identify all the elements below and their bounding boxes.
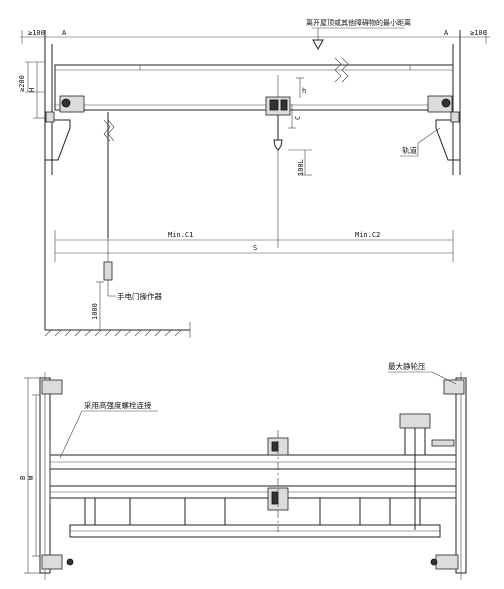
axis-a-left: A: [62, 29, 67, 37]
dim-min200: ≥200: [18, 75, 26, 92]
dim-w: W: [27, 475, 35, 480]
end-truck-top-right: [443, 379, 465, 395]
end-truck-bottom-right: [435, 554, 459, 570]
rail-label: 轨道: [402, 145, 417, 155]
drive-motor: [399, 413, 431, 429]
elevation-view: ≥100 A A ≥100 离开屋顶或其他障碍物的最小距离 ≥200 H: [18, 18, 490, 338]
end-truck-bottom-left: [41, 554, 63, 570]
dim-min100-right: ≥100: [470, 29, 487, 37]
end-truck-top-left: [41, 379, 63, 395]
hoist-trolley: [265, 75, 291, 151]
axis-a-right: A: [444, 29, 449, 37]
max-wheel-load-label: 最大静轮压: [388, 361, 426, 371]
dim-min-c1: Min.C1: [168, 231, 193, 239]
bridge-girder: [54, 64, 454, 111]
hand-switch-label: 手电门操作器: [117, 291, 162, 301]
wheel-icon: [66, 558, 74, 566]
dim-b: B: [19, 476, 27, 480]
plan-view: B W: [19, 361, 467, 580]
pendant-control-icon: [103, 261, 113, 281]
dim-h: h: [302, 87, 306, 95]
dim-h1: H: [28, 88, 36, 92]
hoist-plan: [267, 430, 289, 532]
dim-100l: 100L: [297, 159, 305, 176]
wheel-icon: [61, 98, 71, 108]
hook-icon: [273, 139, 283, 151]
wheel-icon: [430, 558, 438, 566]
dim-c: C: [294, 116, 302, 120]
dim-min100-left: ≥100: [28, 29, 45, 37]
dim-span-s: S: [253, 244, 257, 252]
dim-1000: 1000: [91, 303, 99, 320]
clearance-note: 离开屋顶或其他障碍物的最小距离: [306, 18, 411, 27]
clearance-arrow-icon: [312, 39, 324, 51]
wheel-icon: [441, 98, 451, 108]
dim-min-c2: Min.C2: [355, 231, 380, 239]
bolt-connection-label: 采用高强度螺栓连接: [84, 400, 152, 410]
